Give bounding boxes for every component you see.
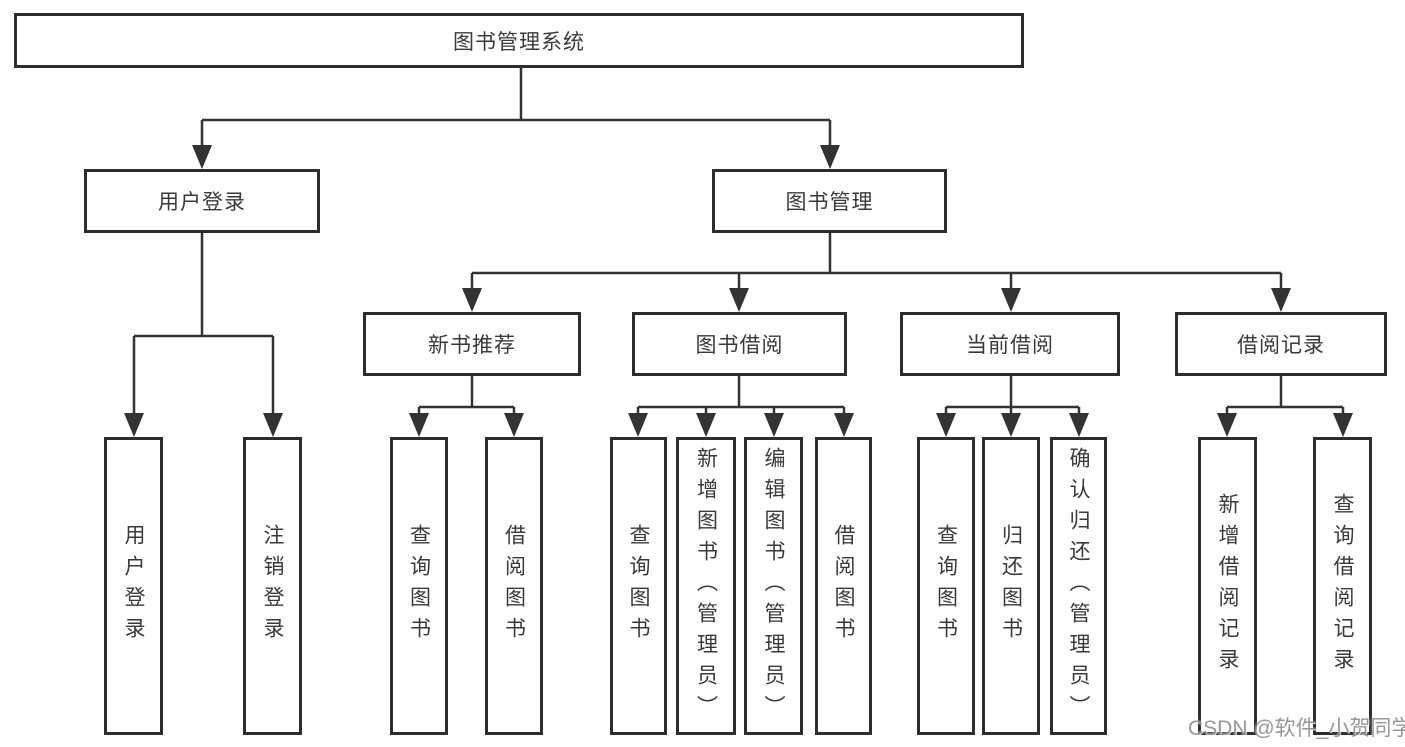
leaf-label: 新增借阅记录 xyxy=(1216,493,1239,679)
leaf-label: 用户登录 xyxy=(122,524,145,648)
node-leaf-user-login: 用户登录 xyxy=(104,437,163,735)
connector-arrowhead xyxy=(820,145,840,169)
node-root: 图书管理系统 xyxy=(14,13,1024,68)
connector-arrowhead xyxy=(628,413,648,437)
leaf-label: 确认归还（管理员） xyxy=(1067,446,1090,726)
connector-arrowhead xyxy=(936,413,956,437)
node-leaf-current-query-books: 查询图书 xyxy=(917,437,975,735)
connector-arrowhead xyxy=(696,413,716,437)
node-leaf-add-books-admin: 新增图书（管理员） xyxy=(676,437,736,735)
node-leaf-logout: 注销登录 xyxy=(243,437,302,735)
connector-arrowhead xyxy=(462,288,482,312)
connector-arrowhead xyxy=(1217,413,1237,437)
leaf-label: 新增图书（管理员） xyxy=(694,446,718,726)
node-leaf-borrow-query-books: 查询图书 xyxy=(610,437,667,735)
connector-arrowhead xyxy=(1271,288,1291,312)
connector-arrowhead xyxy=(192,145,212,169)
connector-arrowhead xyxy=(834,413,854,437)
leaf-label: 借阅图书 xyxy=(832,524,855,648)
leaf-label: 编辑图书（管理员） xyxy=(762,446,785,726)
leaf-label: 查询借阅记录 xyxy=(1331,493,1354,679)
leaf-label: 查询图书 xyxy=(627,524,650,648)
leaf-label: 查询图书 xyxy=(407,524,431,648)
node-leaf-add-borrow-record: 新增借阅记录 xyxy=(1198,437,1257,735)
connector-arrowhead xyxy=(729,288,749,312)
node-book-borrow: 图书借阅 xyxy=(632,312,847,376)
node-leaf-borrow-books: 借阅图书 xyxy=(815,437,872,735)
node-book-management: 图书管理 xyxy=(712,169,947,233)
connector-arrowhead xyxy=(124,413,144,437)
connector-arrowhead xyxy=(1069,413,1089,437)
leaf-label: 借阅图书 xyxy=(502,524,526,648)
node-new-book-recommend: 新书推荐 xyxy=(363,312,581,376)
connector-arrowhead xyxy=(504,413,524,437)
connector-arrowhead xyxy=(409,413,429,437)
leaf-label: 归还图书 xyxy=(999,524,1023,648)
leaf-label: 注销登录 xyxy=(261,524,284,648)
node-leaf-recommend-query-books: 查询图书 xyxy=(390,437,448,735)
node-leaf-recommend-borrow-books: 借阅图书 xyxy=(485,437,543,735)
node-leaf-confirm-return-admin: 确认归还（管理员） xyxy=(1050,437,1107,735)
node-user-login: 用户登录 xyxy=(84,169,320,233)
node-leaf-return-books: 归还图书 xyxy=(982,437,1040,735)
watermark: CSDN @软件_小贺同学 xyxy=(1188,717,1405,740)
connector-arrowhead xyxy=(1333,413,1353,437)
connector-arrowhead xyxy=(1001,288,1021,312)
node-borrow-record: 借阅记录 xyxy=(1175,312,1387,376)
connector-arrowhead xyxy=(263,413,283,437)
connector-arrowhead xyxy=(1001,413,1021,437)
connector-arrowhead xyxy=(764,413,784,437)
leaf-label: 查询图书 xyxy=(934,524,958,648)
node-leaf-query-borrow-record: 查询借阅记录 xyxy=(1313,437,1372,735)
node-current-borrow: 当前借阅 xyxy=(900,312,1120,376)
node-leaf-edit-books-admin: 编辑图书（管理员） xyxy=(744,437,803,735)
